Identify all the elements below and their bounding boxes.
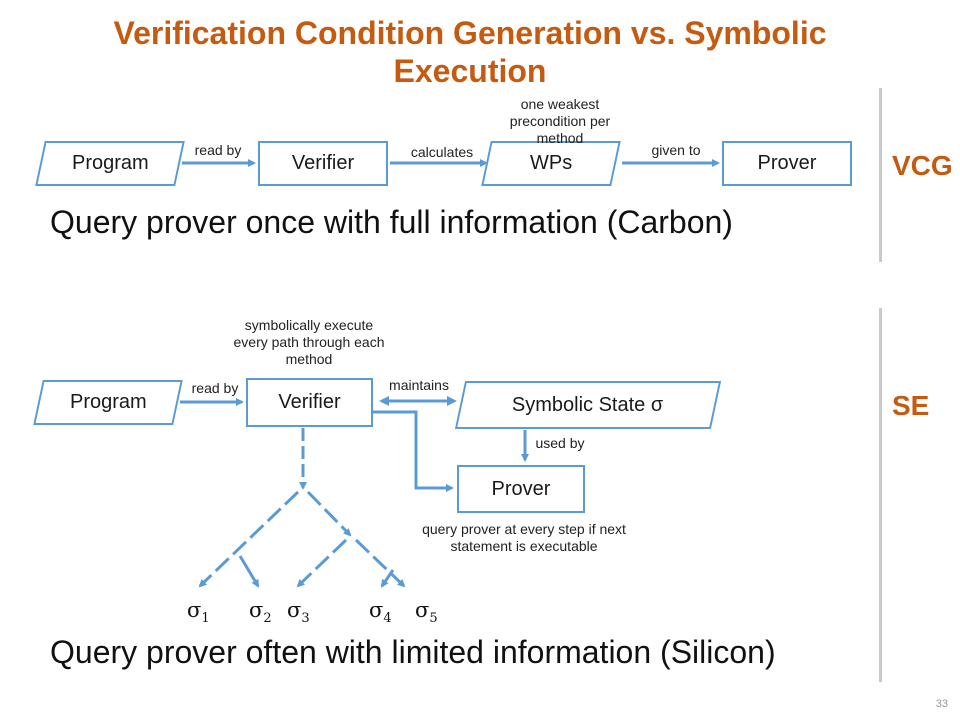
se-program-label: Program (69, 391, 147, 413)
vcg-read-by-label: read by (194, 142, 242, 158)
vcg-verifier-label: Verifier (291, 152, 355, 174)
vcg-program-label: Program (71, 152, 149, 174)
slide-title: Verification Condition Generation vs. Sy… (113, 15, 827, 89)
se-used-by-label: used by (535, 435, 585, 451)
vcg-wps-note: one weakest precondition per method (509, 96, 611, 146)
se-maintains-label: maintains (389, 377, 449, 393)
se-prover-note: query prover at every step if next state… (422, 521, 626, 554)
se-prover-label: Prover (491, 477, 551, 500)
state-sigma-5: σ5 (415, 598, 438, 627)
se-verifier-label: Verifier (278, 391, 341, 413)
se-divider (879, 308, 882, 682)
vcg-divider (879, 88, 882, 262)
se-symbolic-state-label: Symbolic State σ (512, 393, 664, 416)
state-sigma-3: σ3 (287, 598, 310, 627)
se-prover-box: Prover (457, 465, 585, 513)
se-read-by-label: read by (191, 380, 239, 396)
se-symbolic-state-box: Symbolic State σ (454, 381, 722, 429)
page-number: 33 (935, 698, 948, 710)
state-sigma-1: σ1 (187, 598, 210, 627)
vcg-summary: Query prover once with full information … (50, 204, 733, 240)
vcg-wps-box: WPs (481, 141, 621, 186)
vcg-calculates-label: calculates (410, 144, 474, 160)
se-side-label: SE (892, 390, 930, 421)
vcg-side-label: VCG (892, 150, 953, 181)
se-arrow-to-prover (373, 410, 454, 492)
vcg-prover-box: Prover (722, 141, 852, 186)
se-summary: Query prover often with limited informat… (50, 634, 776, 670)
vcg-given-to-label: given to (651, 142, 701, 158)
vcg-wps-label: WPs (529, 152, 573, 174)
se-verifier-box: Verifier (246, 378, 373, 427)
state-sigma-2: σ2 (249, 598, 272, 627)
se-verifier-note: symbolically execute every path through … (233, 317, 385, 367)
vcg-verifier-box: Verifier (258, 141, 388, 186)
se-program-box: Program (33, 380, 183, 425)
state-sigma-4: σ4 (369, 598, 392, 627)
vcg-program-box: Program (35, 141, 185, 186)
vcg-prover-label: Prover (757, 152, 817, 174)
